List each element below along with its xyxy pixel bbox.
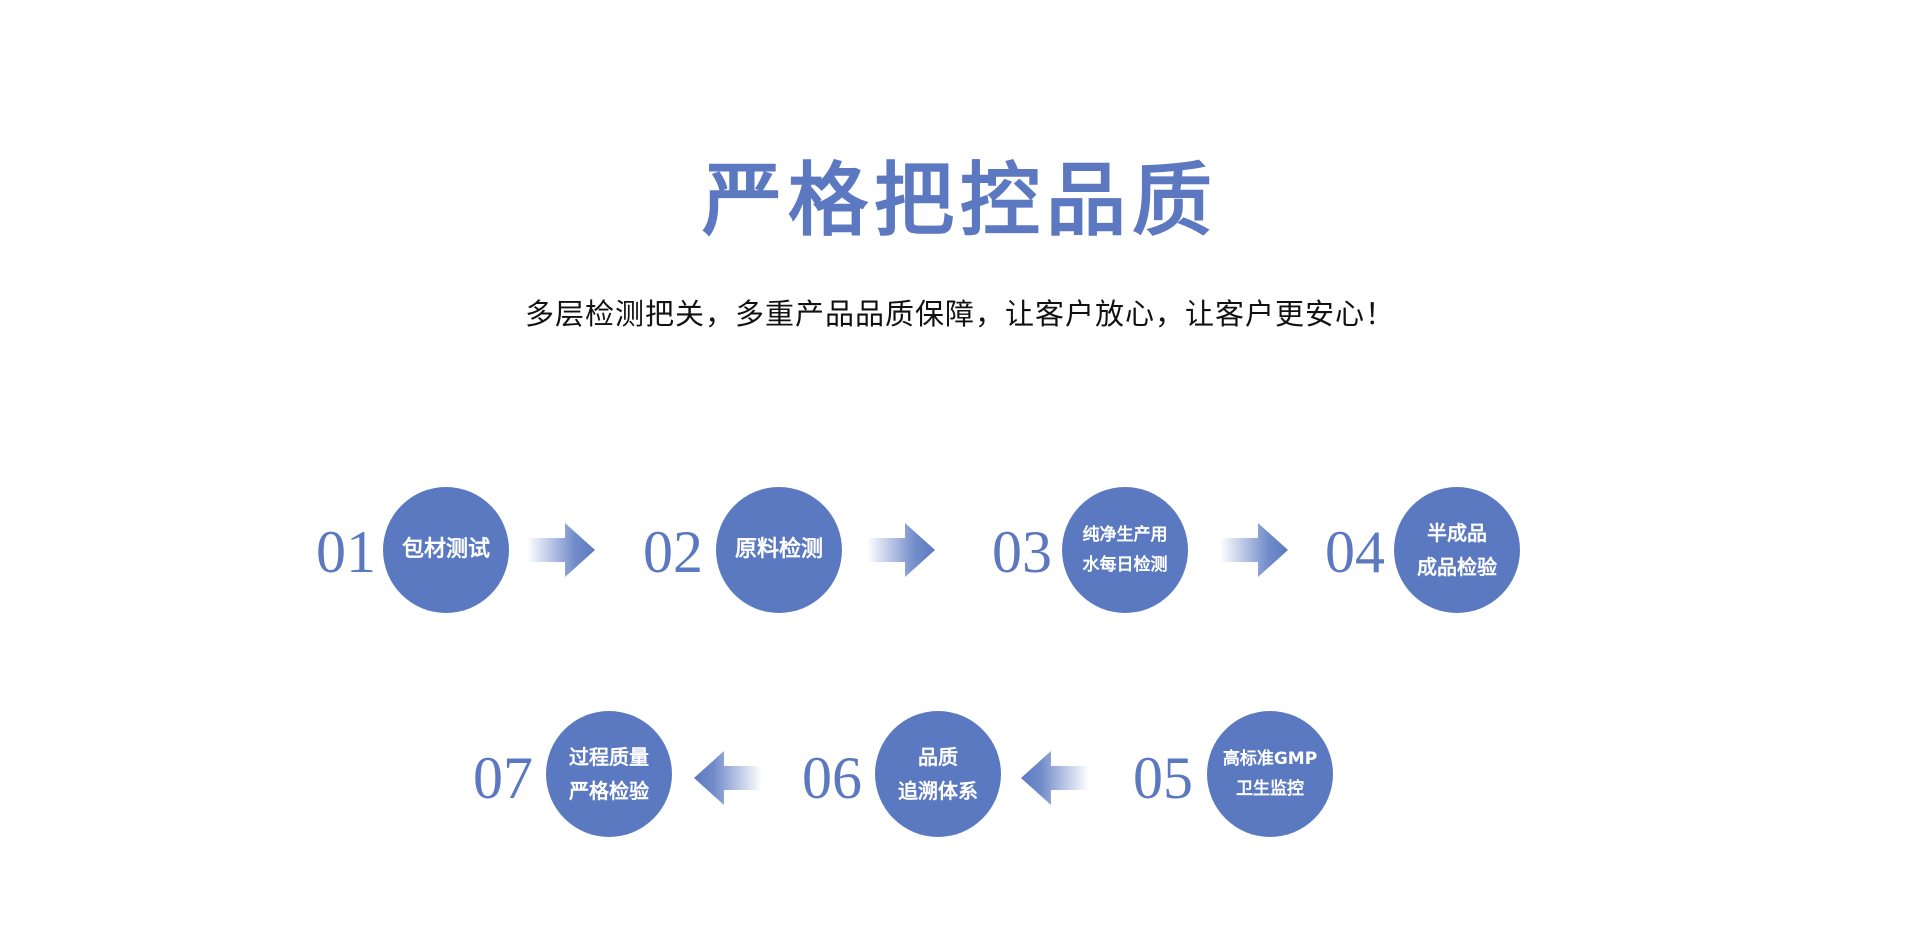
step-number-06: 06 [802, 745, 862, 811]
step-label-line1: 半成品 [1427, 521, 1487, 545]
step-label-line1: 高标准GMP [1222, 749, 1318, 769]
page-title: 严格把控品质 [702, 153, 1218, 247]
arrow-left-icon [694, 751, 762, 805]
arrow-right-icon [527, 523, 595, 577]
step-circle-01: 包材测试 [383, 487, 509, 613]
step-label-line2: 追溯体系 [898, 779, 978, 803]
step-number-05: 05 [1133, 745, 1193, 811]
step-label-line2: 卫生监控 [1236, 779, 1304, 799]
step-number-07: 07 [473, 745, 533, 811]
page-subtitle: 多层检测把关，多重产品品质保障，让客户放心，让客户更安心！ [524, 297, 1395, 331]
step-label-line1: 纯净生产用 [1082, 525, 1168, 545]
step-label-line2: 水每日检测 [1082, 555, 1168, 575]
step-label-line1: 过程质量 [569, 745, 649, 769]
step-number-04: 04 [1325, 519, 1385, 585]
step-circle-03: 纯净生产用 水每日检测 [1062, 487, 1188, 613]
step-circle-02: 原料检测 [716, 487, 842, 613]
arrow-right-icon [1220, 523, 1288, 577]
arrow-left-icon [1021, 751, 1089, 805]
step-label-line1: 品质 [918, 745, 958, 769]
step-circle-07: 过程质量 严格检验 [546, 711, 672, 837]
step-number-03: 03 [992, 519, 1052, 585]
step-number-01: 01 [316, 519, 376, 585]
step-label: 包材测试 [401, 537, 490, 562]
arrow-right-icon [867, 523, 935, 577]
step-label-line2: 严格检验 [569, 779, 649, 803]
step-circle-06: 品质 追溯体系 [875, 711, 1001, 837]
step-label-line2: 成品检验 [1417, 555, 1497, 579]
step-circle-05: 高标准GMP 卫生监控 [1207, 711, 1333, 837]
step-label: 原料检测 [734, 537, 823, 562]
step-number-02: 02 [643, 519, 703, 585]
step-circle-04: 半成品 成品检验 [1394, 487, 1520, 613]
